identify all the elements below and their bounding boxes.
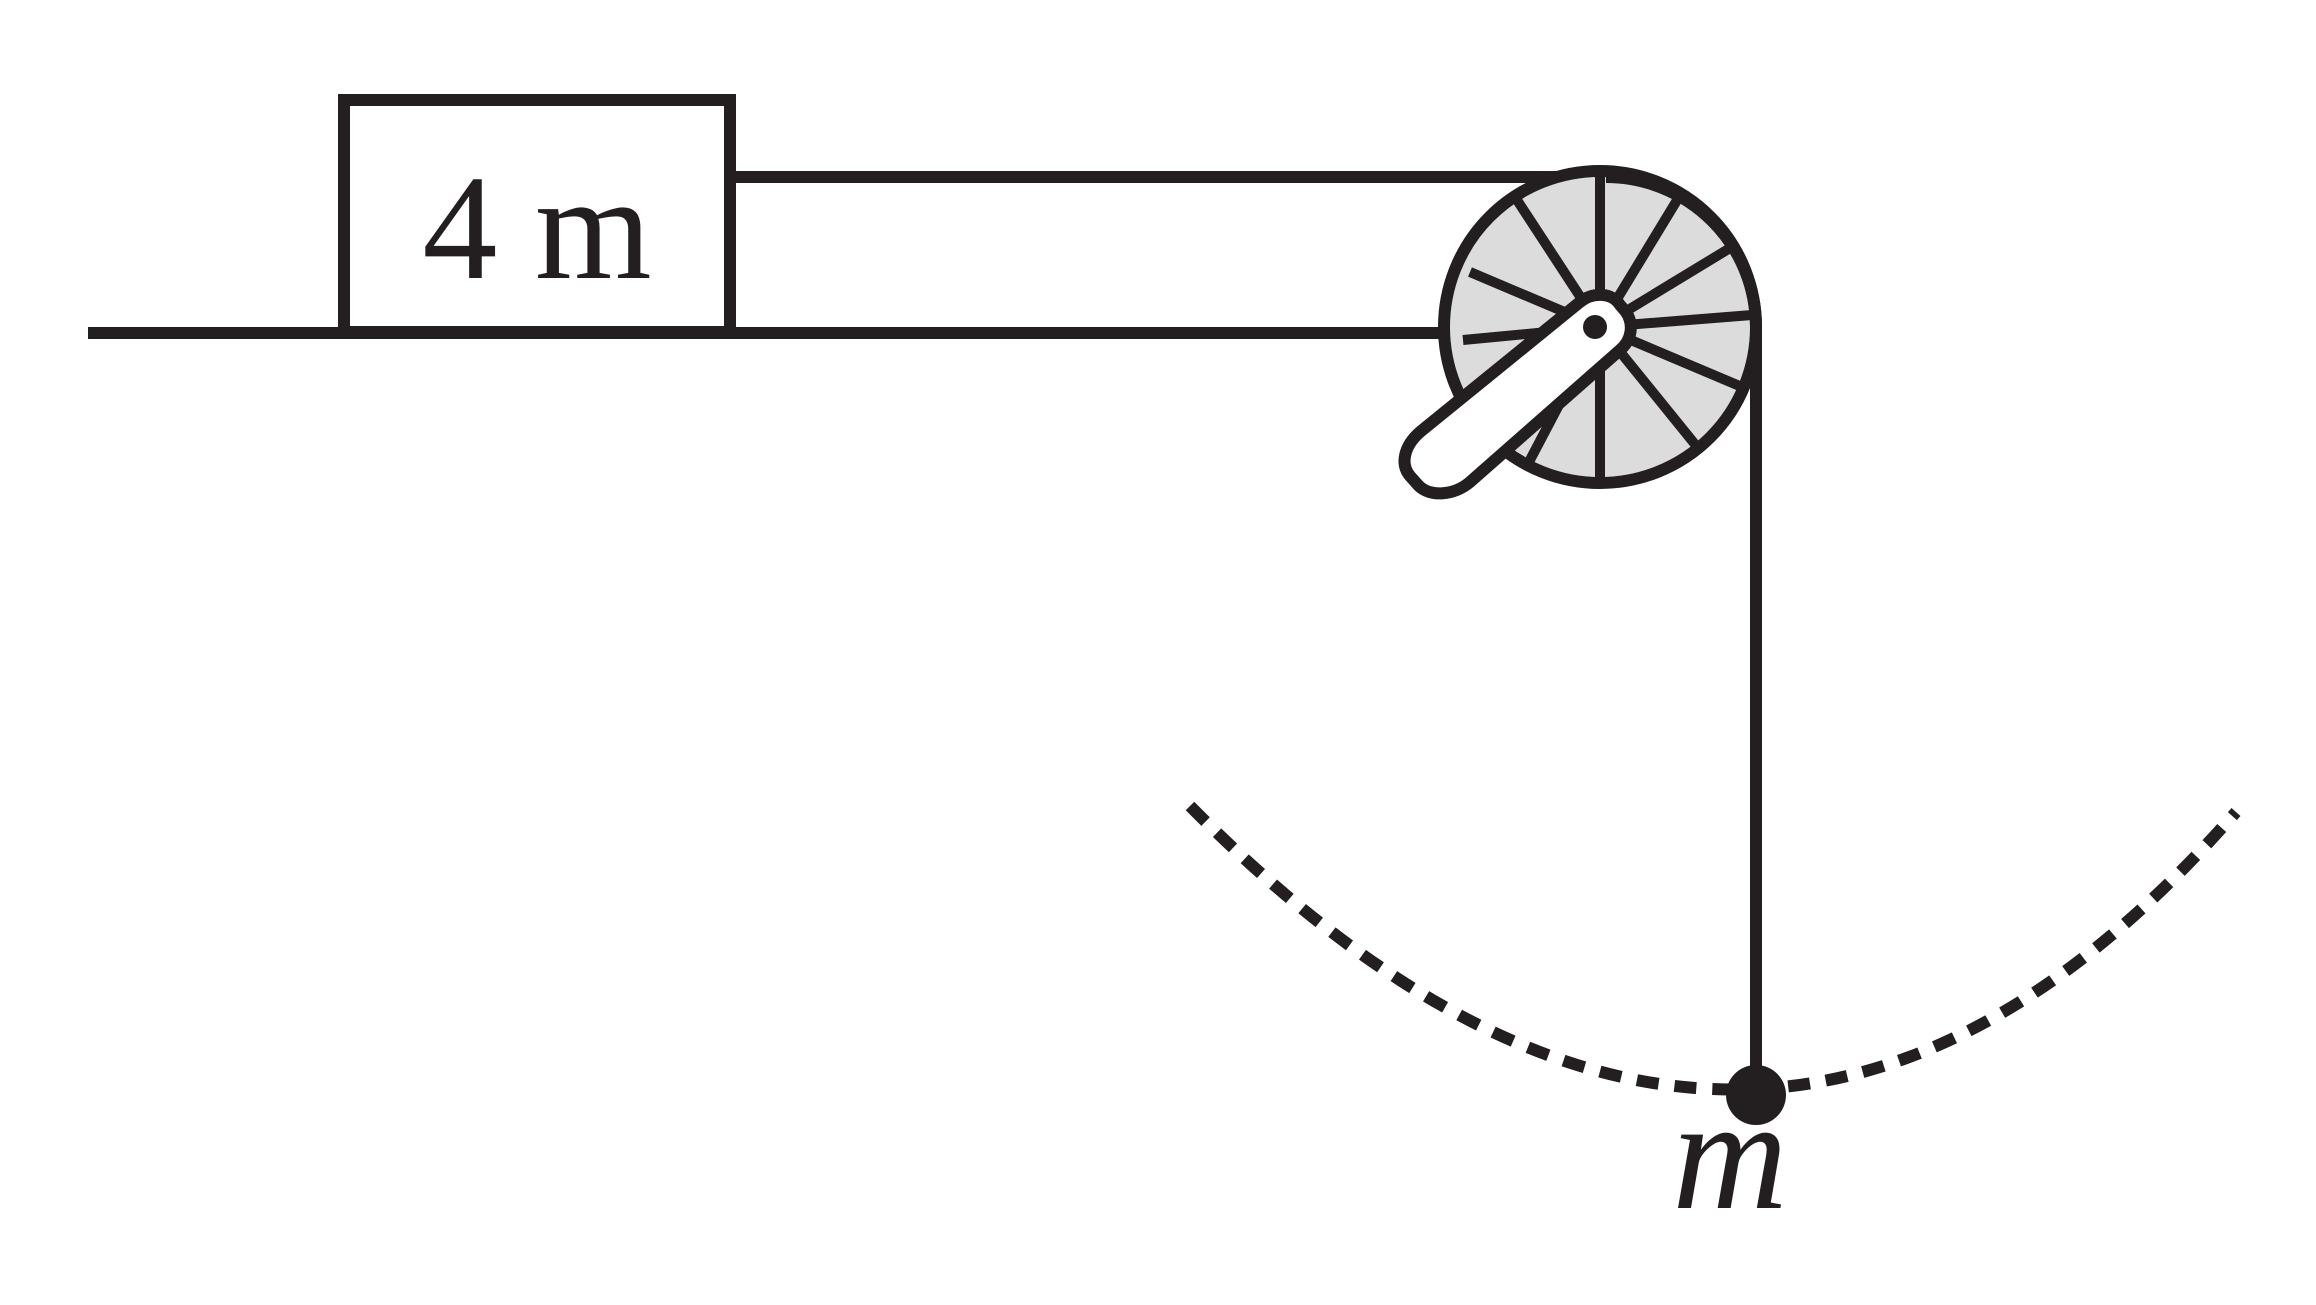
mass-label: m — [1672, 1065, 1788, 1243]
swing-arc — [1185, 801, 2241, 1096]
crank-pivot — [1583, 315, 1607, 339]
crank-handle — [1398, 288, 1637, 500]
vertical-string — [1605, 171, 1762, 1098]
block-label: 4 m — [422, 145, 651, 311]
hanging-mass — [1726, 1065, 1786, 1125]
block-4m — [338, 94, 736, 338]
